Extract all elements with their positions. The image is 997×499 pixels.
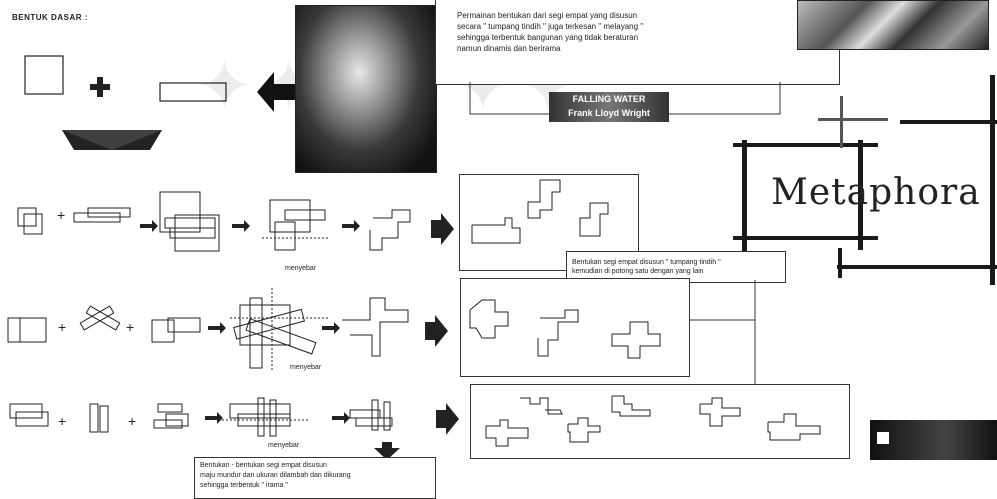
dark-strip — [870, 420, 997, 460]
caption-bottom-line: sehingga terbentuk " irama " — [200, 481, 351, 491]
caption-bottom: Bentukan - bentukan segi empat disusun m… — [200, 461, 351, 491]
white-square — [877, 432, 889, 444]
caption-bottom-line: maju mundur dan ukuran dilambah dan diku… — [200, 471, 351, 481]
caption-bottom-line: Bentukan - bentukan segi empat disusun — [200, 461, 351, 471]
